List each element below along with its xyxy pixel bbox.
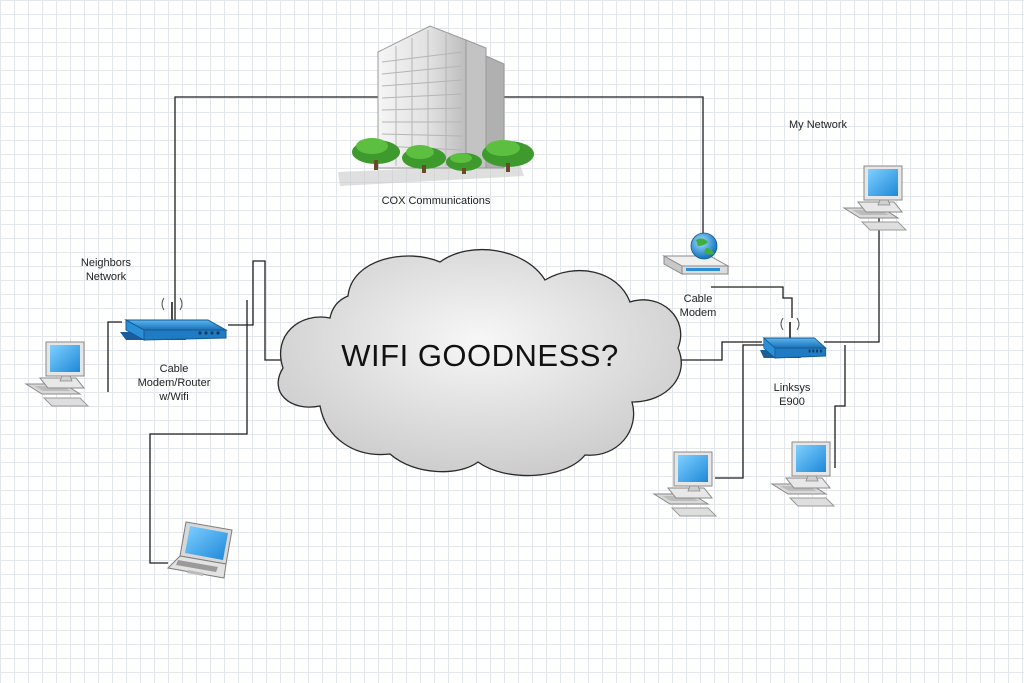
internet-cloud bbox=[277, 249, 682, 477]
neighbor-wireless-router-icon bbox=[119, 297, 227, 341]
link-isp-to-neighbor-router bbox=[174, 96, 378, 322]
link-neighbor-router-to-cloud bbox=[228, 260, 282, 361]
cable-modem-globe-icon bbox=[662, 232, 730, 275]
link-neighbor-router-to-desktop bbox=[107, 321, 122, 392]
neighbor-desktop-computer-icon bbox=[25, 341, 89, 407]
link-linksys-to-bottom-desktop-right bbox=[834, 345, 846, 468]
office-building-icon bbox=[338, 25, 534, 186]
link-isp-to-cable-modem bbox=[503, 96, 704, 240]
connection-lines bbox=[107, 96, 880, 564]
link-linksys-to-top-desktop bbox=[824, 218, 880, 343]
link-neighbor-router-to-laptop bbox=[149, 300, 248, 564]
link-cable-modem-to-linksys bbox=[711, 286, 793, 318]
my-network-label: My Network bbox=[788, 119, 848, 131]
my-desktop-computer-right-icon bbox=[771, 441, 835, 507]
my-desktop-computer-left-icon bbox=[653, 451, 717, 517]
cable-modem-label: Cable Modem bbox=[679, 293, 717, 319]
isp-label: COX Communications bbox=[381, 195, 491, 207]
linksys-label: Linksys E900 bbox=[773, 382, 811, 408]
neighbor-router-label: Cable Modem/Router w/Wifi bbox=[137, 363, 211, 403]
link-cloud-to-linksys bbox=[680, 341, 762, 361]
neighbors-network-label: Neighbors Network bbox=[80, 257, 132, 283]
my-desktop-computer-top-icon bbox=[843, 165, 907, 231]
tree-icon bbox=[352, 138, 534, 174]
link-linksys-to-bottom-desktop-left bbox=[715, 344, 771, 479]
cloud-label: WIFI GOODNESS? bbox=[341, 338, 619, 373]
neighbor-laptop-icon bbox=[167, 521, 233, 579]
linksys-wireless-router-icon bbox=[759, 317, 827, 359]
